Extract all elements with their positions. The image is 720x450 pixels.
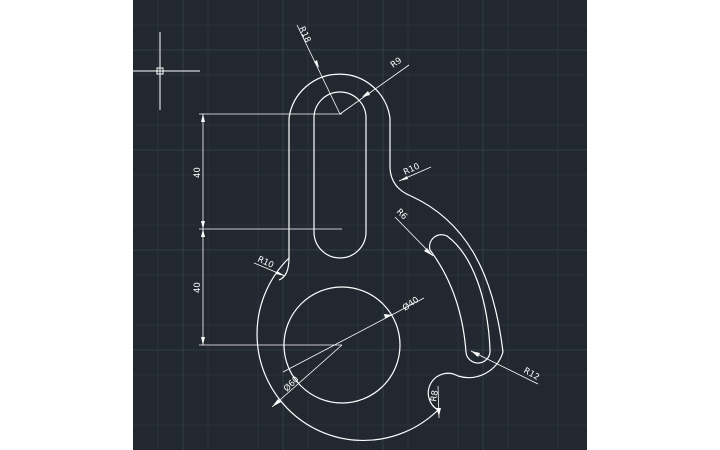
dim-r18-label: R18 <box>296 25 312 44</box>
background-grid <box>133 0 587 450</box>
dim-r10-left-label: R10 <box>256 255 275 271</box>
curved-slot <box>428 234 491 364</box>
crosshair-cursor-icon <box>133 32 200 110</box>
drawing-viewport[interactable]: R18 R9 R10 R6 R10 Ø40 Ø60 R12 R8 40 40 <box>133 0 587 450</box>
dim-r8-label: R8 <box>429 390 441 403</box>
top-outer-arc <box>288 73 391 119</box>
r8-arc <box>427 372 459 411</box>
dim-d60-label: Ø60 <box>281 374 301 394</box>
top-slot <box>313 91 367 259</box>
dim-d40-label: Ø40 <box>400 294 421 313</box>
part-outline <box>256 73 504 441</box>
right-sweep-edge <box>410 195 504 353</box>
fillet-r10-left <box>278 257 290 281</box>
dim-40-upper-label: 40 <box>193 167 203 178</box>
drawing-canvas[interactable]: R18 R9 R10 R6 R10 Ø40 Ø60 R12 R8 40 40 <box>133 0 587 450</box>
dim-r6-label: R6 <box>394 207 409 222</box>
dim-r9-label: R9 <box>389 56 404 71</box>
dimension-lines <box>199 24 539 419</box>
outer-circle-arc <box>256 257 439 441</box>
r12-arc <box>457 351 504 379</box>
fillet-r10-top <box>389 167 412 197</box>
dim-40-lower-label: 40 <box>193 282 203 293</box>
